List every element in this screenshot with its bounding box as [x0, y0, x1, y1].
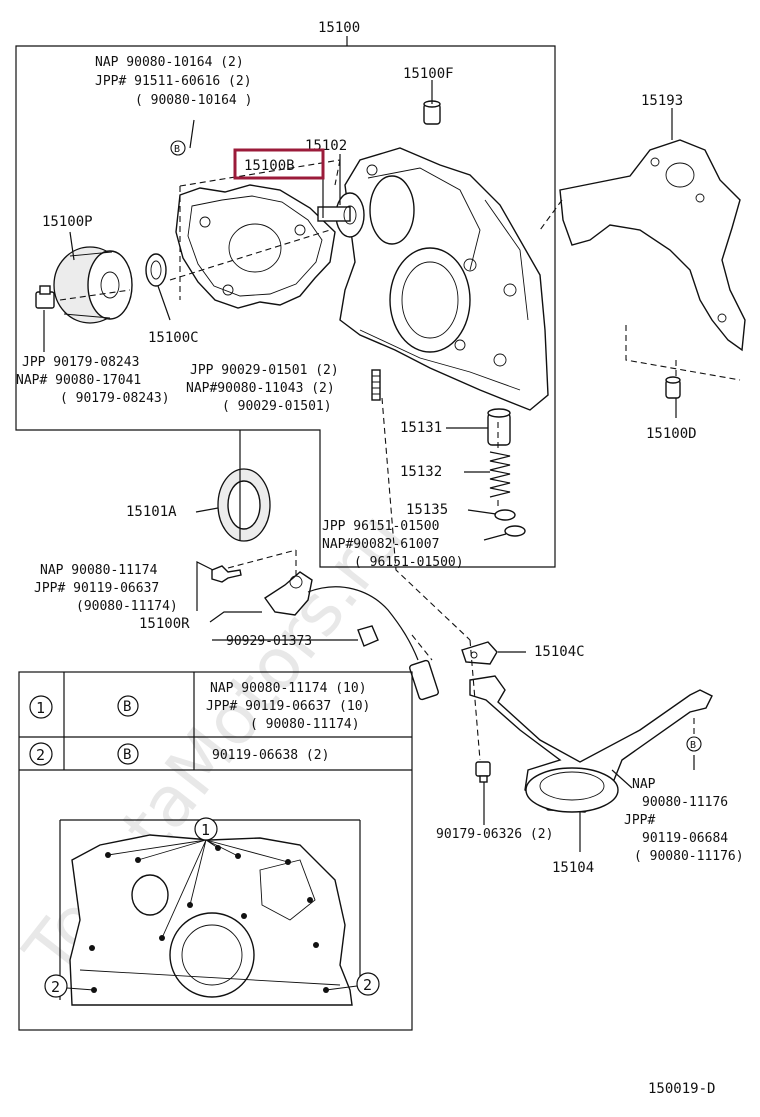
label-15100r[interactable]: 15100R [139, 616, 190, 632]
assembly-frame [15, 45, 556, 568]
callout-line: JPP# 90119-06637 [34, 581, 159, 596]
relief-valve[interactable] [487, 408, 511, 446]
marker-b-top[interactable]: B [170, 140, 186, 156]
callout-line: ( 90080-11176) [634, 849, 744, 864]
label-15104c[interactable]: 15104C [534, 644, 585, 660]
callout-stud: JPP 90029-01501 (2) NAP#90080-11043 (2) … [186, 363, 339, 414]
callout-line: NAP# 90080-17041 [16, 373, 141, 388]
table-row1-line: JPP# 90119-06637 (10) [206, 699, 370, 714]
label-15193[interactable]: 15193 [641, 93, 683, 109]
callout-line: JPP 90179-08243 [22, 355, 139, 370]
inset-marker-2-left: 2 [51, 978, 60, 996]
callout-line: JPP 96151-01500 [322, 519, 439, 534]
label-15100f[interactable]: 15100F [403, 66, 454, 82]
bolt-location-inset: 1 2 2 [44, 817, 380, 1006]
cover-gasket[interactable] [175, 184, 336, 309]
callout-line: ( 96151-01500) [354, 555, 464, 570]
label-15100p[interactable]: 15100P [42, 214, 93, 230]
callout-line: 90080-11176 [642, 795, 728, 810]
highlight-box [233, 148, 325, 180]
snap-ring[interactable] [494, 509, 526, 537]
inset-marker-2-right: 2 [363, 976, 372, 994]
label-15100c[interactable]: 15100C [148, 330, 199, 346]
label-15131[interactable]: 15131 [400, 420, 442, 436]
callout-line: NAP [632, 777, 656, 792]
callout-line: NAP 90080-10164 (2) [95, 55, 244, 70]
callout-line: NAP#90080-11043 (2) [186, 381, 335, 396]
callout-line: 90119-06684 [642, 831, 728, 846]
callout-line: ( 90179-08243) [60, 391, 170, 406]
marker-b-text: B [690, 740, 696, 751]
callout-plug: JPP 96151-01500 NAP#90082-61007 ( 96151-… [322, 519, 464, 570]
sensor-clamp[interactable] [357, 625, 379, 647]
sensor-bolt[interactable] [211, 565, 242, 583]
callout-line: ( 90029-01501) [222, 399, 332, 414]
label-90929[interactable]: 90929-01373 [226, 634, 312, 649]
callout-line: ( 90080-10164 ) [135, 93, 252, 108]
table-row1-line: ( 90080-11174) [250, 717, 360, 732]
callout-line: NAP 90080-11174 [40, 563, 158, 578]
inset-marker-1: 1 [201, 821, 210, 839]
strainer-gasket[interactable] [461, 641, 498, 665]
strainer-bolt[interactable] [475, 761, 491, 783]
label-15100b[interactable]: 15100B [244, 158, 295, 174]
crank-sensor[interactable] [264, 571, 439, 701]
sprocket-bolt[interactable] [35, 285, 55, 309]
label-90179-06326[interactable]: 90179-06326 (2) [436, 827, 553, 842]
marker-b-text: B [174, 144, 180, 155]
callout-bolt-top: NAP 90080-10164 (2) JPP# 91511-60616 (2)… [95, 55, 252, 108]
timing-cover[interactable] [339, 147, 549, 411]
callout-line: JPP 90029-01501 (2) [190, 363, 339, 378]
relief-spring[interactable] [489, 451, 511, 498]
label-15104[interactable]: 15104 [552, 860, 594, 876]
reference-table: 1 B NAP 90080-11174 (10) JPP# 90119-0663… [18, 671, 413, 1031]
dowel-15100d[interactable] [665, 376, 681, 399]
gasket-15193[interactable] [559, 139, 746, 352]
oil-seal-15101a[interactable] [217, 468, 271, 542]
callout-sensor-bolt: NAP 90080-11174 JPP# 90119-06637 (90080-… [34, 563, 178, 614]
label-15102[interactable]: 15102 [305, 138, 347, 154]
sprocket[interactable] [53, 246, 133, 324]
table-row2-code: B [123, 747, 131, 763]
marker-b-pan[interactable]: B [686, 736, 702, 752]
oil-strainer[interactable] [469, 675, 713, 813]
table-row2-index: 2 [36, 746, 45, 764]
callout-bolt-p: JPP 90179-08243 NAP# 90080-17041 ( 90179… [16, 355, 170, 406]
label-15100d[interactable]: 15100D [646, 426, 697, 442]
callout-line: (90080-11174) [76, 599, 178, 614]
callout-line: JPP# [624, 813, 655, 828]
label-15101a[interactable]: 15101A [126, 504, 177, 520]
label-15132[interactable]: 15132 [400, 464, 442, 480]
assembly-number[interactable]: 15100 [318, 20, 360, 36]
page-id: 150019-D [648, 1081, 715, 1097]
leader-lines [43, 80, 695, 852]
callout-line: NAP#90082-61007 [322, 537, 439, 552]
table-row1-line: NAP 90080-11174 (10) [210, 681, 367, 696]
stud-bolts[interactable] [371, 369, 381, 401]
dowel-15100f[interactable] [423, 100, 441, 125]
table-row1-code: B [123, 699, 131, 715]
callout-pan-bolt: NAP 90080-11176 JPP# 90119-06684 ( 90080… [624, 777, 744, 864]
label-15135[interactable]: 15135 [406, 502, 448, 518]
table-row2-line: 90119-06638 (2) [212, 748, 329, 763]
pump-drive[interactable] [317, 192, 365, 238]
callout-line: JPP# 91511-60616 (2) [95, 74, 252, 89]
seal-15100c[interactable] [145, 253, 167, 287]
dashed-lines [59, 159, 741, 761]
table-row1-index: 1 [36, 699, 45, 717]
